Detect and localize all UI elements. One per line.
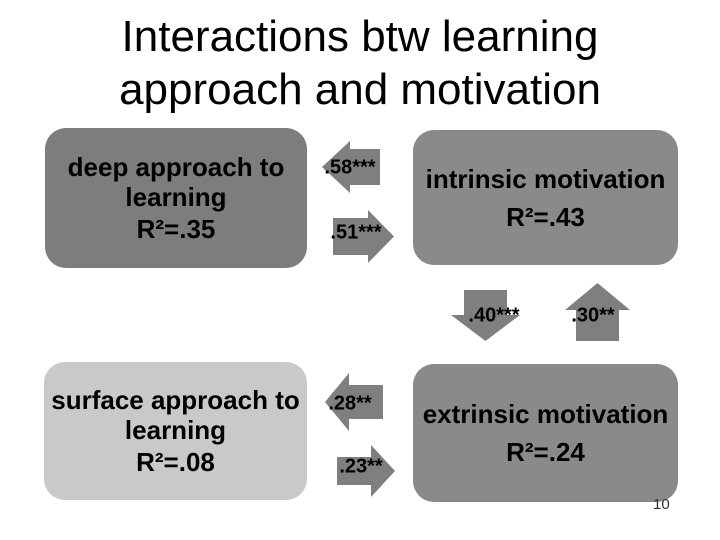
surface-approach-label-line-2: learning [124, 415, 227, 445]
arrow-28-label: .28** [328, 392, 372, 415]
deep-approach-r2-value: R²=.35 [136, 214, 216, 244]
box-surface-approach: surface approach to learning R²=.08 [44, 362, 307, 500]
arrow-51-right-shape [333, 210, 394, 263]
arrow-58-left-icon [322, 141, 380, 193]
arrow-23-label: .23** [339, 455, 383, 478]
arrow-28-left-icon [325, 373, 383, 431]
arrow-30-up-shape [565, 283, 630, 341]
arrow-40-down-icon [451, 290, 520, 341]
arrow-51-right-icon [333, 210, 394, 263]
slide-title-line-2: approach and motivation [119, 64, 601, 114]
box-extrinsic-motivation: extrinsic motivation R²=.24 [413, 364, 678, 502]
arrow-28-left-shape [325, 373, 383, 431]
arrow-40-label: .40*** [468, 304, 520, 327]
arrow-51-label: .51*** [330, 221, 382, 244]
extrinsic-motivation-r2-value: R²=.24 [506, 437, 585, 467]
surface-approach-label-line-1: surface approach to [51, 385, 300, 415]
slide-title-line-1: Interactions btw learning [121, 12, 599, 61]
deep-approach-label-line-1: deep approach to [67, 152, 285, 182]
arrow-58-left-shape [322, 141, 380, 193]
intrinsic-motivation-r2-value: R²=.43 [506, 201, 585, 232]
arrow-30-label: .30** [571, 304, 615, 327]
box-deep-approach: deep approach to learning R²=.35 [45, 128, 307, 268]
surface-approach-r2-value: R²=.08 [136, 447, 215, 477]
intrinsic-motivation-label: intrinsic motivation [425, 163, 666, 194]
deep-approach-label-line-2: learning [125, 182, 227, 212]
box-intrinsic-motivation: intrinsic motivation R²=.43 [413, 130, 678, 265]
slide-title: Interactions btw learning approach and m… [0, 11, 720, 117]
arrow-40-down-shape [451, 290, 520, 341]
page-number: 10 [653, 496, 670, 513]
arrow-30-up-icon [565, 283, 630, 341]
arrow-23-right-icon [337, 445, 395, 497]
arrow-58-label: .58*** [324, 156, 376, 179]
arrow-23-right-shape [337, 445, 395, 497]
extrinsic-motivation-label: extrinsic motivation [422, 399, 669, 429]
